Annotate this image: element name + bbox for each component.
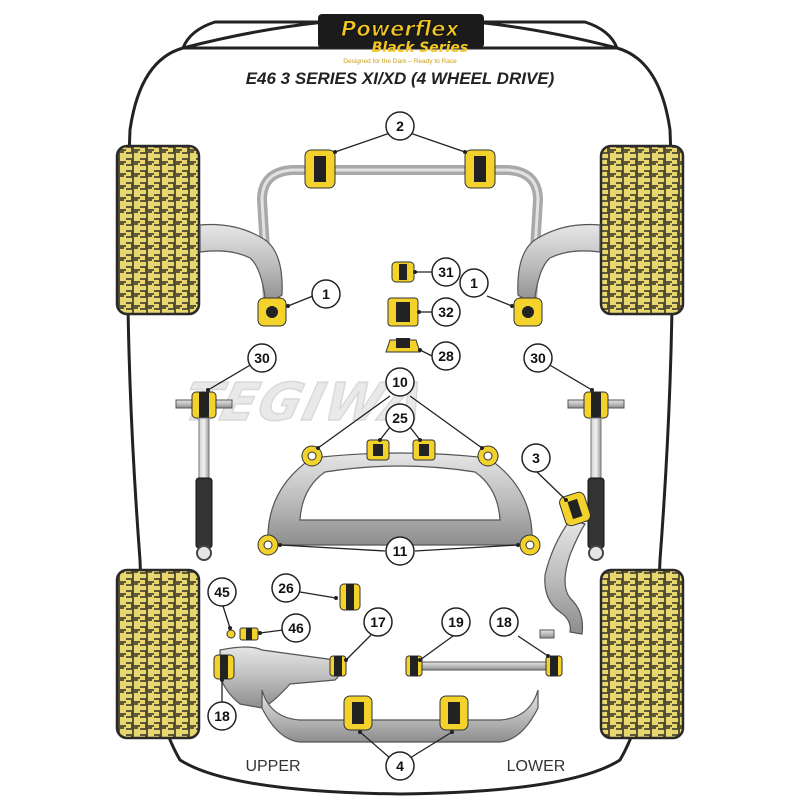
bush-10-left [301, 445, 323, 467]
svg-text:19: 19 [448, 614, 464, 630]
bush-45 [226, 629, 236, 639]
bush-18-right [545, 655, 563, 677]
bush-1-right [513, 297, 543, 327]
brand-name: Powerflex [341, 17, 461, 41]
svg-text:1: 1 [322, 286, 330, 302]
rear-subframe [267, 452, 533, 546]
svg-text:11: 11 [393, 543, 408, 559]
label-upper: UPPER [245, 758, 300, 775]
bush-4-left [343, 695, 373, 731]
callout-3: 3 [521, 443, 551, 473]
svg-text:31: 31 [438, 264, 454, 280]
callout-30-right: 30 [523, 343, 553, 373]
svg-text:45: 45 [214, 584, 230, 600]
svg-text:17: 17 [370, 614, 386, 630]
callout-4: 4 [385, 751, 415, 781]
callout-2: 2 [385, 111, 415, 141]
rear-trailing-arm [544, 519, 586, 635]
rear-upper-arm [219, 646, 341, 709]
label-lower: LOWER [507, 758, 566, 775]
callout-45: 45 [207, 577, 237, 607]
callout-18-left: 18 [207, 701, 237, 731]
svg-text:1: 1 [470, 275, 478, 291]
strut-right [567, 391, 625, 561]
leader-arrowheads [206, 150, 594, 734]
rear-lower-crossmember [261, 689, 539, 743]
bush-11-left [257, 534, 279, 556]
rear-link-bracket [539, 629, 555, 639]
tyre-rear-left [115, 568, 201, 740]
callout-19: 19 [441, 607, 471, 637]
bush-28 [385, 338, 421, 353]
bush-4-right [439, 695, 469, 731]
callout-28: 28 [431, 341, 461, 371]
bush-10-right [477, 445, 499, 467]
callout-46: 46 [281, 613, 311, 643]
svg-text:30: 30 [530, 350, 546, 366]
bush-25-left [366, 439, 390, 461]
front-control-arm-left [199, 223, 283, 307]
callout-1-left: 1 [311, 279, 341, 309]
leader-lines [207, 132, 593, 759]
callout-32: 32 [431, 297, 461, 327]
svg-text:28: 28 [438, 348, 454, 364]
bush-2-left [304, 149, 336, 189]
callout-10: 10 [385, 367, 415, 397]
diagram-title: E46 3 SERIES XI/XD (4 WHEEL DRIVE) [246, 69, 555, 88]
callout-18-right: 18 [489, 607, 519, 637]
tyre-front-left [115, 144, 201, 316]
callout-11: 11 [385, 536, 415, 566]
svg-text:30: 30 [254, 350, 270, 366]
bush-3 [559, 491, 591, 527]
bush-2-right [464, 149, 496, 189]
bush-31 [391, 261, 415, 283]
svg-text:18: 18 [214, 708, 230, 724]
svg-text:25: 25 [392, 410, 408, 426]
bush-17 [329, 655, 347, 677]
callout-1-right: 1 [459, 268, 489, 298]
callout-30-left: 30 [247, 343, 277, 373]
svg-text:2: 2 [396, 118, 404, 134]
svg-text:46: 46 [288, 620, 304, 636]
callouts: 2 1 1 31 32 28 30 30 10 25 3 11 26 45 46… [207, 111, 553, 781]
front-control-arm-right [517, 223, 601, 307]
brand-series: Black Series [372, 40, 469, 56]
strut-left [175, 391, 233, 561]
svg-text:3: 3 [532, 450, 540, 466]
rear-lower-link [415, 661, 557, 671]
svg-text:32: 32 [438, 304, 454, 320]
callout-17: 17 [363, 607, 393, 637]
bush-19 [405, 655, 423, 677]
svg-text:4: 4 [396, 758, 404, 774]
svg-text:10: 10 [392, 374, 408, 390]
callout-25: 25 [385, 403, 415, 433]
bush-32 [387, 297, 419, 327]
tyre-rear-right [599, 568, 685, 740]
callout-31: 31 [431, 257, 461, 287]
brand-tagline: Designed for the Dark – Ready to Race [343, 58, 457, 65]
bush-1-left [257, 297, 287, 327]
bush-46 [239, 627, 259, 641]
bush-25-right [412, 439, 436, 461]
bush-26 [339, 583, 361, 611]
callout-26: 26 [271, 573, 301, 603]
powerflex-logo: Powerflex Black Series Designed for the … [318, 14, 484, 65]
bush-11-right [519, 534, 541, 556]
tyre-front-right [599, 144, 685, 316]
svg-text:18: 18 [496, 614, 512, 630]
svg-text:26: 26 [278, 580, 294, 596]
bush-18-left [213, 654, 235, 680]
